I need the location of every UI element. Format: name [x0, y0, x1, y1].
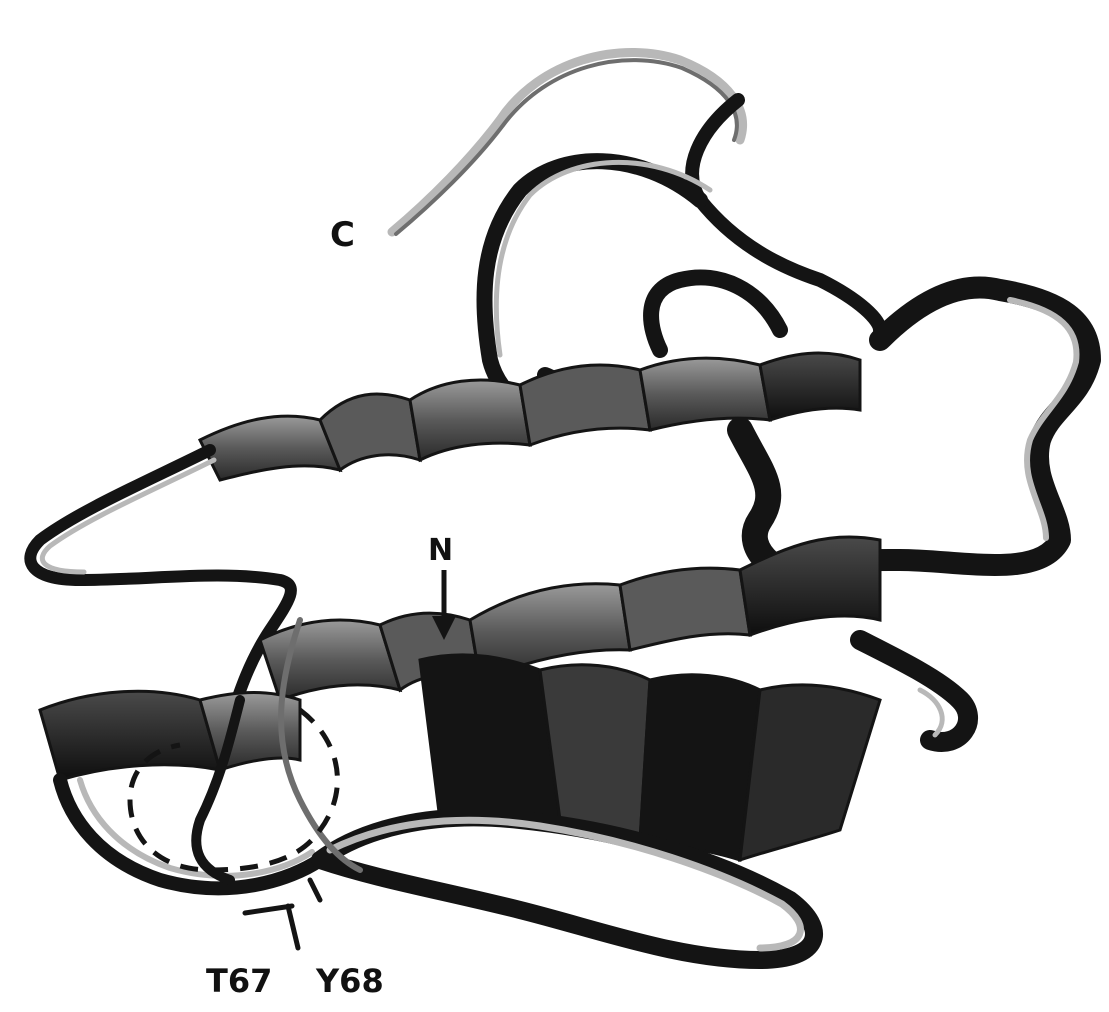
left-loop [30, 450, 291, 720]
residue-y68-label: Y68 [315, 962, 384, 1000]
residue-t67-label: T67 [206, 962, 272, 1000]
lower-helix [40, 655, 880, 860]
n-terminus-label: N [428, 533, 453, 568]
c-terminus-label: C [330, 215, 355, 255]
